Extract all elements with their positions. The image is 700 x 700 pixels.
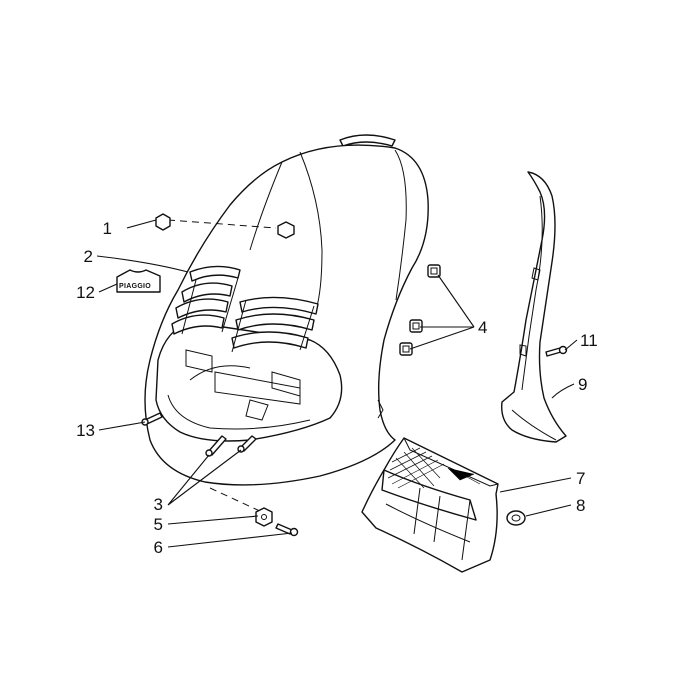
screw-part-6 [275,523,299,537]
callout-label-8: 8 [576,496,585,515]
callout-label-9: 9 [578,375,587,394]
mesh-hatch [387,447,481,489]
grille-slats [171,265,319,353]
callout-label-12: 12 [76,283,95,302]
callout-label-11: 11 [580,331,598,350]
front-shield [144,134,429,486]
callout-label-7: 7 [576,469,585,488]
callout-label-4: 4 [478,318,487,337]
callout-label-6: 6 [154,538,163,557]
clips-part-4 [399,264,441,356]
side-trim-part-9 [501,171,567,443]
shield-nut [277,221,295,239]
callout-label-3: 3 [154,495,163,514]
badge-text: PIAGGIO [119,283,151,290]
screws-part-3 [205,435,257,457]
callout-label-2: 2 [84,247,93,266]
screw-part-11 [545,345,568,357]
nut-part-5 [255,507,273,527]
callout-label-1: 1 [103,219,112,238]
grille-panel-part-7 [361,437,499,573]
nut-part-1 [155,213,171,231]
leader-lines [96,219,578,548]
callout-label-5: 5 [154,515,163,534]
callout-label-13: 13 [76,421,95,440]
piaggio-badge: PIAGGIO [116,269,161,293]
washer-part-8 [506,510,526,526]
